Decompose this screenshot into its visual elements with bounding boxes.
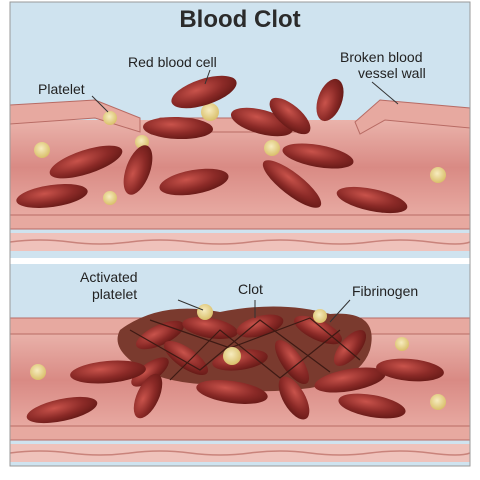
label-broken-wall-line1: Broken blood [340, 50, 423, 65]
label-clot: Clot [238, 282, 263, 297]
bottom-vessel-wall-outer [10, 444, 470, 462]
activated-platelet [223, 347, 241, 365]
bottom-vessel-wall-lower [10, 426, 470, 440]
activated-platelet [197, 304, 213, 320]
diagram-title: Blood Clot [0, 6, 480, 34]
label-red-blood-cell: Red blood cell [128, 55, 217, 70]
top-panel [10, 2, 470, 258]
label-broken-wall-line2: vessel wall [358, 66, 426, 81]
label-platelet: Platelet [38, 82, 85, 97]
platelet [201, 103, 219, 121]
platelet [264, 140, 280, 156]
platelet [103, 191, 117, 205]
label-activated-platelet-line1: Activated [80, 270, 138, 285]
top-vessel-wall-lower [10, 215, 470, 229]
platelet [30, 364, 46, 380]
label-activated-platelet-line2: platelet [92, 287, 137, 302]
top-vessel-wall-outer [10, 233, 470, 251]
platelet [430, 167, 446, 183]
label-fibrinogen: Fibrinogen [352, 284, 418, 299]
panel-divider [10, 258, 470, 264]
platelet [34, 142, 50, 158]
platelet [103, 111, 117, 125]
platelet [395, 337, 409, 351]
platelet [430, 394, 446, 410]
activated-platelet [313, 309, 327, 323]
